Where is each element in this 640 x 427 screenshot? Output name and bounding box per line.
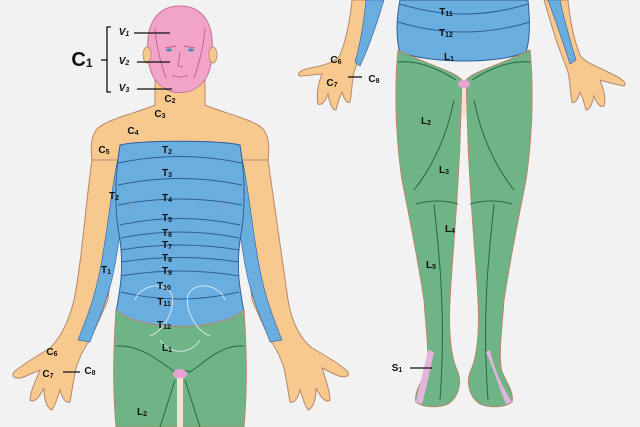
rf-label-t12: T12 — [439, 28, 453, 40]
neck-shoulder-c-dermatome — [90, 79, 270, 161]
label-t8: T8 — [161, 253, 173, 265]
left-nipple — [128, 202, 136, 210]
rf-label-t11: T11 — [439, 7, 453, 19]
rf-label-hand-c7: C7 — [326, 78, 338, 90]
rf-pointer-lines — [348, 76, 432, 369]
label-hand-c8: C8 — [84, 366, 96, 378]
rf-right-leg — [465, 49, 533, 408]
left-eye — [166, 48, 172, 52]
label-c5: C5 — [98, 145, 110, 157]
label-v2: V2 — [118, 56, 130, 68]
rf-right-arm-t1-strip — [547, 0, 577, 65]
label-t12: T12 — [157, 320, 171, 332]
label-c1-group: C1 — [71, 49, 93, 71]
left-figure — [12, 5, 349, 427]
rf-left-foot-s1-edge — [416, 350, 434, 404]
label-t2: T2 — [161, 145, 173, 157]
pelvis-skeleton — [134, 285, 226, 352]
c1-bracket — [63, 26, 172, 373]
label-hand-c6: C6 — [46, 347, 58, 359]
label-v1: V1 — [118, 27, 130, 39]
rf-leg-boundary-lines — [397, 61, 531, 401]
label-c2: C2 — [164, 94, 176, 106]
rf-label-hand-c6: C6 — [330, 55, 342, 67]
rf-label-l1: L1 — [443, 52, 455, 64]
rf-label-l4: L4 — [444, 224, 456, 236]
label-t9: T9 — [161, 266, 173, 278]
rf-inner-thigh-gap — [462, 88, 466, 118]
rf-left-arm-t1-strip — [354, 0, 385, 67]
head-trigeminal-dermatome — [147, 5, 213, 93]
label-t7: T7 — [161, 240, 173, 252]
rf-genital-region — [458, 80, 470, 88]
label-arm-t2: T2 — [108, 191, 120, 203]
inner-thigh-gap — [177, 378, 183, 427]
label-hand-c7: C7 — [42, 369, 54, 381]
genital-region — [173, 369, 187, 379]
label-t10: T10 — [157, 281, 171, 293]
label-c4: C4 — [127, 126, 139, 138]
rf-label-l5: L5 — [425, 260, 437, 272]
pelvis-l-dermatome — [113, 308, 247, 427]
left-ear — [142, 46, 152, 64]
label-c3: C3 — [154, 109, 166, 121]
rf-right-foot-s1-edge — [486, 350, 512, 404]
right-figure — [297, 0, 626, 408]
rf-left-arm — [297, 0, 381, 111]
right-eye — [188, 48, 194, 52]
label-t5: T5 — [161, 213, 173, 225]
right-ear — [208, 46, 218, 64]
rf-label-s1: S1 — [391, 363, 403, 375]
rf-label-l2: L2 — [420, 116, 432, 128]
torso-t-dermatome — [115, 140, 245, 337]
rf-thoracic-band-lines — [397, 3, 531, 33]
face-features — [154, 27, 206, 79]
rf-torso-t-dermatome — [396, 0, 530, 62]
rf-label-l3: L3 — [438, 165, 450, 177]
label-t11: T11 — [157, 297, 171, 309]
right-nipple — [219, 202, 227, 210]
l2-boundary-line — [159, 379, 201, 427]
label-t6: T6 — [161, 228, 173, 240]
label-v3: V3 — [118, 83, 130, 95]
rf-label-hand-c8: C8 — [368, 74, 380, 86]
label-t3: T3 — [161, 168, 173, 180]
label-t4: T4 — [161, 193, 173, 205]
rf-left-leg — [395, 49, 463, 408]
label-arm-t1: T1 — [100, 265, 112, 277]
label-l2: L2 — [136, 407, 148, 419]
label-l1: L1 — [161, 343, 173, 355]
